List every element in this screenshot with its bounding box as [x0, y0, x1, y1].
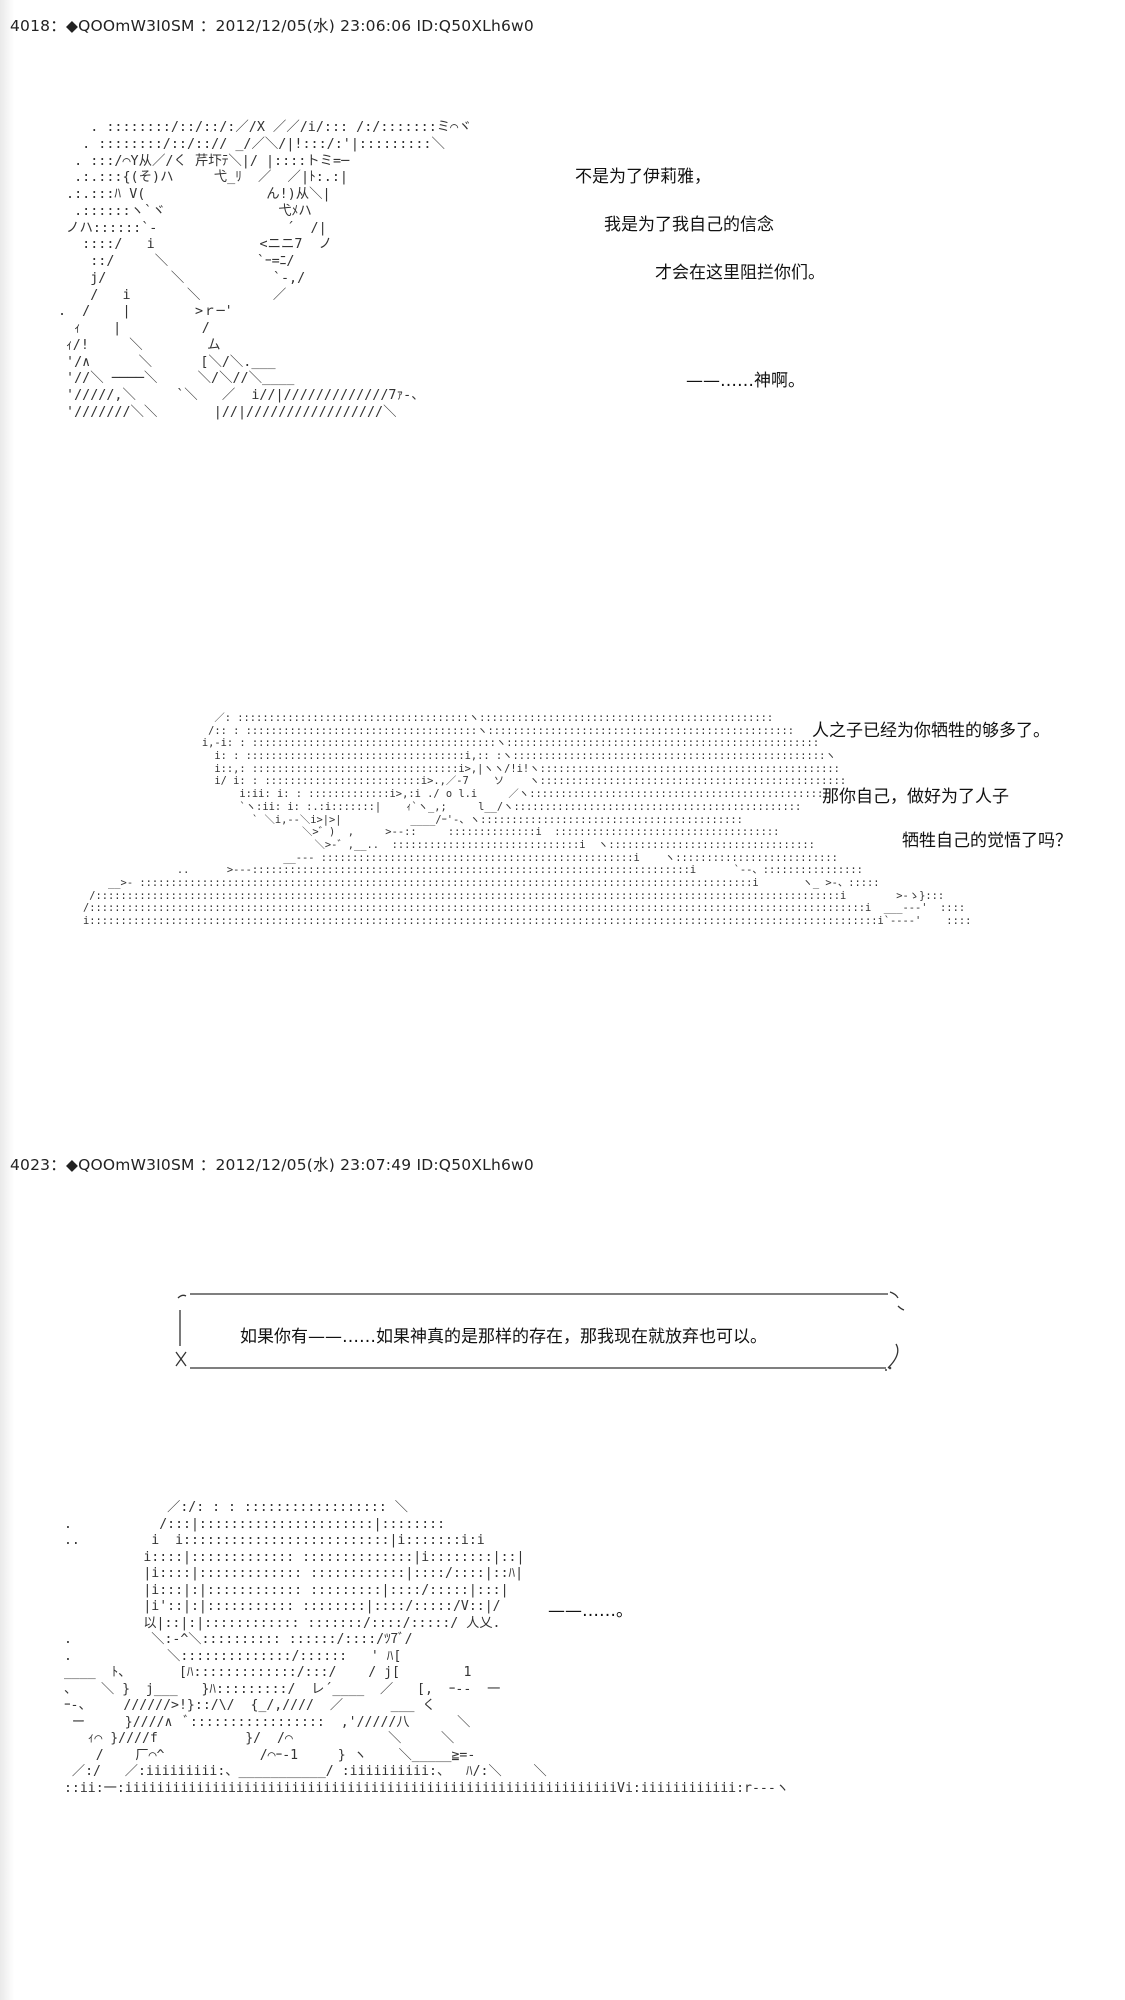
post-author: ◆QOOmW3I0SM	[65, 17, 195, 35]
ascii-art-character: ／:/: : : :::::::::::::::::: ＼ . /:::|:::…	[63, 1500, 789, 1796]
dialogue-line: 不是为了伊莉雅，	[575, 167, 711, 187]
dialogue-line: 才会在这里阻拦你们。	[655, 263, 825, 283]
post-header: 4023：◆QOOmW3I0SM ：2012/12/05(水) 23:07:49…	[10, 1153, 534, 1175]
bubble-text: 如果你有——……如果神真的是那样的存在，那我现在就放弃也可以。	[240, 1327, 767, 1347]
dialogue-line: 那你自己，做好为了人子	[822, 787, 1009, 807]
post-id: ID:Q50XLh6w0	[416, 1156, 534, 1174]
post-header: 4018：◆QOOmW3I0SM ：2012/12/05(水) 23:06:06…	[10, 14, 534, 36]
speech-bubble-frame	[175, 1291, 905, 1371]
dialogue-line: 我是为了我自己的信念	[604, 215, 774, 235]
post-separator: ：	[50, 1156, 66, 1174]
dialogue-line: ——……。	[548, 1601, 633, 1621]
dialogue-line: 人之子已经为你牺牲的够多了。	[812, 721, 1050, 741]
post-number: 4018	[10, 17, 51, 35]
post-separator: ：	[50, 17, 66, 35]
post-author: ◆QOOmW3I0SM	[65, 1156, 195, 1174]
dialogue-line: ——……神啊。	[686, 371, 805, 391]
speech-bubble: 如果你有——……如果神真的是那样的存在，那我现在就放弃也可以。	[168, 1286, 913, 1382]
post-separator: ：	[199, 1156, 216, 1174]
ascii-art-character: . ::::::::/::/::/:／/X ／／/i/::: /:/::::::…	[58, 120, 472, 420]
dialogue-line: 牺牲自己的觉悟了吗？	[902, 831, 1072, 851]
ascii-art-character: ／: :::::::::::::::::::::::::::::::::::::…	[83, 712, 972, 927]
post-datetime: 2012/12/05(水) 23:07:49	[215, 1156, 412, 1174]
post-datetime: 2012/12/05(水) 23:06:06	[215, 17, 412, 35]
post-number: 4023	[10, 1156, 51, 1174]
post-id: ID:Q50XLh6w0	[416, 17, 534, 35]
page-edge	[0, 0, 14, 2000]
post-separator: ：	[199, 17, 216, 35]
